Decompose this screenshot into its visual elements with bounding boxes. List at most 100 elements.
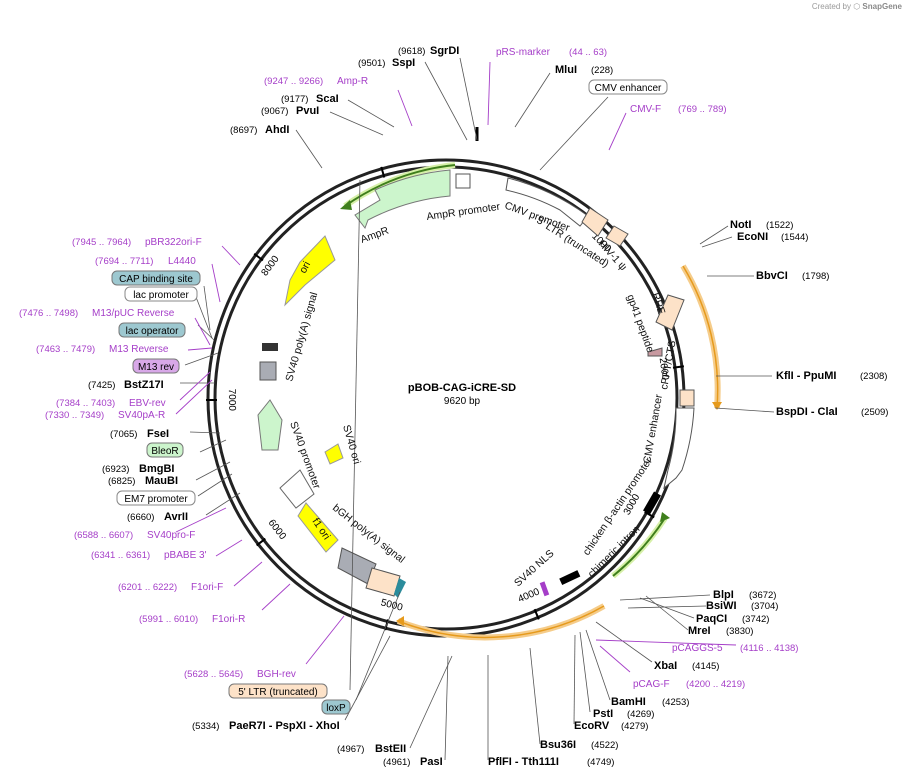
tick-mark (380, 166, 386, 178)
site-paer7i-pspxi-xhoi: PaeR7I - PspXI - XhoI (229, 720, 340, 732)
site-pos-bsteii: (4967) (337, 744, 364, 755)
site-ahdi: AhdI (265, 124, 289, 136)
site-pos-bmgbi: (6923) (102, 464, 129, 475)
site-pos-noti: (1522) (766, 220, 793, 231)
site-bamhi: BamHI (611, 696, 646, 708)
site-mrei: MreI (688, 625, 711, 637)
primer-pos-sv40pro-f: (6588 .. 6607) (74, 530, 133, 541)
site-pos-sspi: (9501) (358, 58, 385, 69)
feature-sv40-nls: SV40 NLS (512, 548, 556, 590)
site-sspi: SspI (392, 57, 415, 69)
rre-shape (655, 294, 685, 331)
primer-ebv-rev: EBV-rev (129, 398, 166, 409)
cds-arc-bottom-head (396, 616, 404, 626)
tick-label: 7000 (226, 389, 237, 412)
tick-mark (644, 511, 655, 519)
box-bleor: BleoR (151, 446, 178, 457)
primer-pos-cmv-f: (769 .. 789) (678, 104, 727, 115)
primer-pos-prs-marker: (44 .. 63) (569, 47, 607, 58)
site-bsiwi: BsiWI (706, 600, 737, 612)
box-em7-promoter: EM7 promoter (124, 494, 188, 505)
snapgene-logo-icon: ⬡ (853, 2, 861, 11)
tick-mark (253, 252, 264, 262)
site-pos-sgrdi: (9618) (398, 46, 425, 57)
primer-amp-r: Amp-R (337, 76, 368, 87)
sv40-nls-purple (539, 581, 550, 597)
primer-pos-amp-r: (9247 .. 9266) (264, 76, 323, 87)
site-noti: NotI (730, 219, 751, 231)
box-loxp: loxP (326, 703, 346, 714)
site-sgrdi: SgrDI (430, 45, 459, 57)
primer-pos-pcaggs-5: (4116 .. 4138) (740, 643, 798, 654)
cds-arc-bottom-line (397, 605, 605, 639)
site-bstz17i: BstZ17I (124, 379, 164, 391)
ampr-outer-arc-line (344, 164, 456, 207)
site-fsei: FseI (147, 428, 169, 440)
primer-pbr322ori-f: pBR322ori-F (145, 237, 202, 248)
cds-arc-right (680, 264, 721, 409)
primer-pos-m13-reverse: (7463 .. 7479) (36, 344, 95, 355)
primer-pos-l4440: (7694 .. 7711) (95, 256, 153, 267)
primer-pos-ebv-rev: (7384 .. 7403) (56, 398, 115, 409)
cppt-shape (679, 389, 695, 407)
site-pos-maubi: (6825) (108, 476, 135, 487)
primer-pos-f1ori-r: (5991 .. 6010) (139, 614, 198, 625)
plasmid-name: pBOB-CAG-iCRE-SD (408, 382, 516, 394)
site-mlui: MluI (555, 64, 577, 76)
tick-label: 4000 (517, 586, 542, 605)
snapgene-credit: Created by ⬡ SnapGene (812, 2, 902, 11)
box-m13-rev: M13 rev (138, 362, 174, 373)
credit-brand: SnapGene (862, 2, 902, 11)
feature-gp41-peptide: gp41 peptide (624, 293, 656, 354)
primer-pcaggs-5: pCAGGS-5 (672, 643, 723, 654)
site-pos-psti: (4269) (627, 709, 654, 720)
primer-pos-m13-puc-reverse: (7476 .. 7498) (19, 308, 78, 319)
primer-m13-reverse: M13 Reverse (109, 344, 169, 355)
box-lac-promoter: lac promoter (133, 290, 189, 301)
gp41-peptide-shape (647, 347, 663, 357)
site-pos-ecorv: (4279) (621, 721, 648, 732)
site-psti: PstI (593, 708, 613, 720)
site-pos-ahdi: (8697) (230, 125, 257, 136)
primer-l4440: L4440 (168, 256, 196, 267)
site-bmgbi: BmgBI (139, 463, 174, 475)
cmv-enhancer-chicken-shape (663, 407, 695, 490)
intron-arc-line (612, 517, 666, 577)
site-pos-bstz17i: (7425) (88, 380, 115, 391)
box-cmv-enhancer: CMV enhancer (595, 83, 662, 94)
loxp-shape (394, 578, 406, 598)
feature-cmv-enhancer-inner: CMV enhancer (641, 393, 665, 465)
site-pos-xhoi: (5334) (192, 721, 219, 732)
ampr-outer-arc-head (340, 200, 352, 210)
primer-m13-puc-reverse: M13/pUC Reverse (92, 308, 175, 319)
primer-pcag-f: pCAG-F (633, 679, 670, 690)
primer-labels: pRS-marker (44 .. 63) (9247 .. 9266) Amp… (19, 47, 798, 690)
site-pos-bsu36i: (4522) (591, 740, 618, 751)
ltr-truncated-shape-right (581, 207, 609, 237)
feature-ori: ori (297, 259, 313, 275)
intron-arc-head (660, 512, 670, 522)
primer-cmv-f: CMV-F (630, 104, 661, 115)
tick-label: 6000 (266, 518, 289, 543)
site-pos-mlui: (228) (591, 65, 613, 76)
site-labels: (9618) SgrDI (9501) SspI (9177) ScaI (90… (88, 45, 888, 768)
sv40-nls-block (559, 570, 581, 585)
tick-label: 2000 (657, 357, 671, 381)
site-pasi: PasI (420, 756, 443, 768)
site-maubi: MauBI (145, 475, 178, 487)
site-bsteii: BstEII (375, 743, 406, 755)
site-pos-scai: (9177) (281, 94, 308, 105)
feature-sv40-ori: SV40 ori (340, 424, 363, 466)
credit-prefix: Created by (811, 2, 851, 11)
sv40-ori-shape (324, 443, 344, 465)
site-pos-fsei: (7065) (110, 429, 137, 440)
primer-sv40pa-r: SV40pA-R (118, 410, 165, 421)
site-pos-pflfi-tth111i: (4749) (587, 757, 614, 768)
site-ecorv: EcoRV (574, 720, 610, 732)
ori-shape (284, 235, 336, 307)
site-pos-pvui: (9067) (261, 106, 288, 117)
feature-rre: RRE (649, 291, 667, 316)
hiv-psi-shape (605, 225, 629, 247)
bleor-shape (257, 399, 283, 451)
plasmid-length: 9620 bp (444, 396, 481, 407)
